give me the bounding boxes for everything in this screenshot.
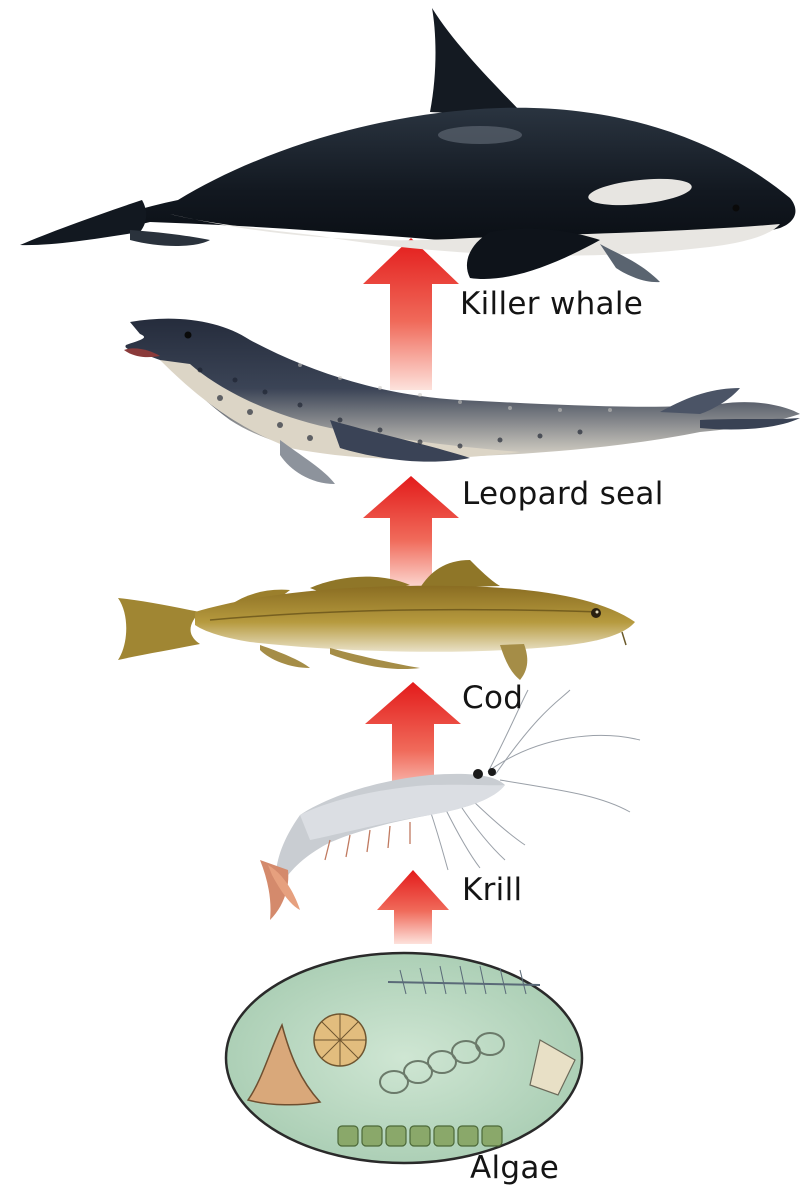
arrow-whale-to-seal [363,238,459,390]
krill-illustration [260,690,640,920]
label-krill: Krill [462,872,522,908]
cod-fish-illustration [118,560,635,680]
algae-circle-illustration [226,953,582,1163]
label-killer-whale: Killer whale [460,286,643,322]
label-algae: Algae [470,1150,559,1186]
label-leopard-seal: Leopard seal [462,476,664,512]
killer-whale-illustration [20,8,795,282]
arrow-krill-to-algae [377,870,449,944]
leopard-seal-illustration [124,319,800,484]
label-cod: Cod [462,680,523,716]
